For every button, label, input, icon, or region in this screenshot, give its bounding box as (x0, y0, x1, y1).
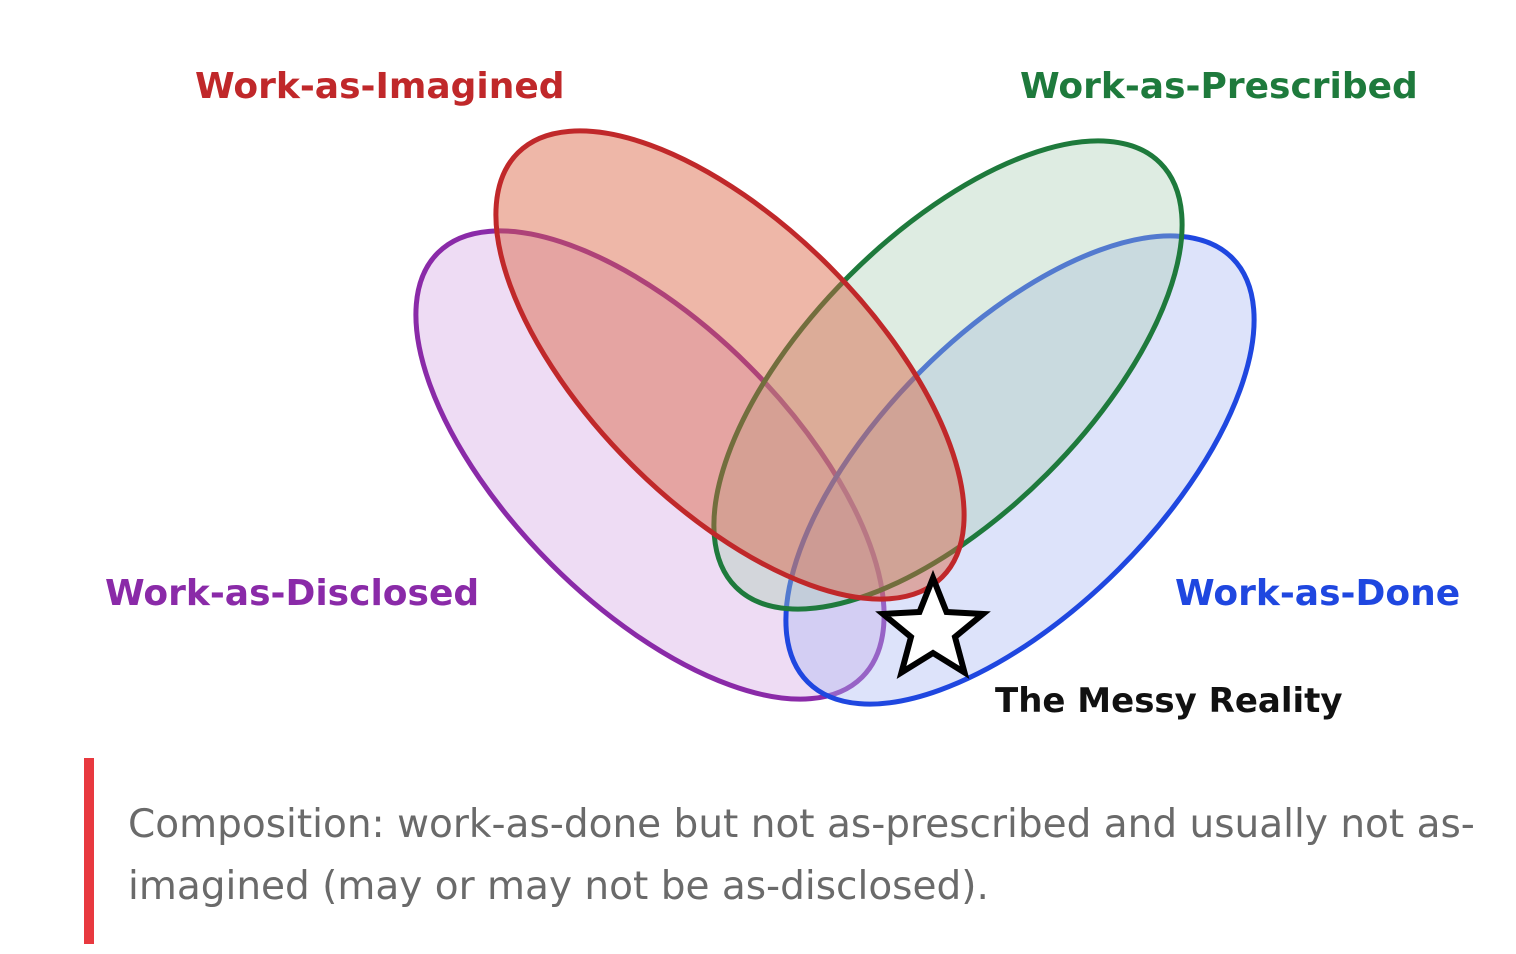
ellipse-work-as-prescribed (711, 138, 1185, 612)
caption-text: Composition: work-as-done but not as-pre… (128, 802, 1475, 909)
label-work-as-prescribed: Work-as-Prescribed (1020, 66, 1418, 107)
label-messy-reality: The Messy Reality (995, 681, 1343, 721)
caption-block: Composition: work-as-done but not as-pre… (84, 758, 1494, 944)
label-work-as-imagined: Work-as-Imagined (195, 66, 565, 107)
ellipse-work-as-done (783, 233, 1257, 707)
label-work-as-disclosed: Work-as-Disclosed (105, 573, 479, 614)
label-work-as-done: Work-as-Done (1175, 573, 1460, 614)
ellipse-work-as-disclosed (413, 228, 887, 702)
ellipse-work-as-imagined (493, 128, 967, 602)
caption-accent-bar (84, 758, 94, 944)
star-outline-icon (875, 569, 991, 680)
venn-diagram: Work-as-Imagined Work-as-Prescribed Work… (105, 66, 1460, 721)
